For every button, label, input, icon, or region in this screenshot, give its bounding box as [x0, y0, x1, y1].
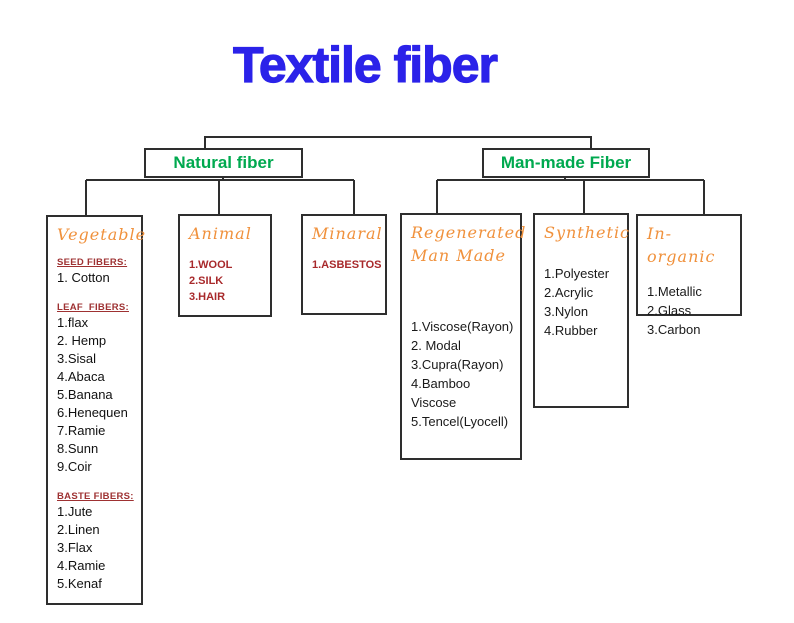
list-item: 2. Modal [411, 338, 461, 353]
list-item: 4.Rubber [544, 323, 598, 338]
list-item: 1.ASBESTOS [312, 259, 382, 271]
list-item: 9.Coir [57, 459, 92, 474]
synthetic-box: Synthetic 1.Polyester 2.Acrylic 3.Nylon … [533, 213, 629, 408]
list-item: 3.Nylon [544, 304, 589, 319]
list-item: 5.Tencel(Lyocell) [411, 414, 509, 429]
list-item: 3.Flax [57, 540, 93, 555]
list-item: 1.flax [57, 315, 89, 330]
list-item: 7.Ramie [57, 423, 106, 438]
natural-fiber-node: Natural fiber [144, 148, 303, 178]
list-item: 8.Sunn [57, 441, 99, 456]
vegetable-title: Vegetable [57, 225, 147, 244]
list-item: 3.HAIR [189, 291, 226, 303]
animal-title: Animal [189, 224, 252, 243]
list-item: 6.Henequen [57, 405, 128, 420]
animal-box: Animal 1.WOOL 2.SILK 3.HAIR [178, 214, 272, 317]
list-item: 4.Ramie [57, 558, 106, 573]
list-item: 3.Cupra(Rayon) [411, 357, 504, 372]
minaral-box: Minaral 1.ASBESTOS [301, 214, 387, 315]
baste-fibers-label: BASTE FIBERS: [57, 491, 134, 502]
list-item: 4.Bamboo Viscose [411, 376, 471, 410]
regenerated-man-made-box: Regenerated Man Made 1.Viscose(Rayon) 2.… [400, 213, 527, 460]
list-item: 4.Abaca [57, 369, 105, 384]
natural-fiber-label: Natural fiber [173, 153, 274, 172]
list-item: 1. Cotton [57, 270, 110, 285]
list-item: 1.Jute [57, 504, 93, 519]
man-made-fiber-label: Man-made Fiber [500, 153, 632, 172]
list-item: 1.Metallic [647, 284, 702, 299]
list-item: 2.Acrylic [544, 285, 594, 300]
inorganic-box: In-organic 1.Metallic 2.Glass 3.Carbon [636, 214, 742, 337]
list-item: 1.WOOL [189, 259, 233, 271]
synthetic-title: Synthetic [544, 223, 631, 242]
list-item: 3.Sisal [57, 351, 97, 366]
man-made-fiber-node: Man-made Fiber [482, 148, 650, 178]
list-item: 2.Glass [647, 303, 692, 318]
inorganic-title: In-organic [647, 224, 716, 266]
list-item: 2.Linen [57, 522, 100, 537]
regenerated-title: Regenerated Man Made [411, 223, 527, 265]
list-item: 5.Kenaf [57, 576, 102, 591]
list-item: 1.Polyester [544, 266, 610, 281]
list-item: 2.SILK [189, 275, 224, 287]
page-title: Textile fiber [232, 36, 498, 93]
list-item: 1.Viscose(Rayon) [411, 319, 514, 334]
leaf-fibers-label: LEAF FIBERS: [57, 302, 129, 313]
minaral-title: Minaral [312, 224, 383, 243]
list-item: 5.Banana [57, 387, 113, 402]
list-item: 3.Carbon [647, 322, 701, 337]
seed-fibers-label: SEED FIBERS: [57, 257, 128, 268]
vegetable-box: Vegetable SEED FIBERS: 1. Cotton LEAF FI… [46, 215, 147, 605]
list-item: 2. Hemp [57, 333, 107, 348]
